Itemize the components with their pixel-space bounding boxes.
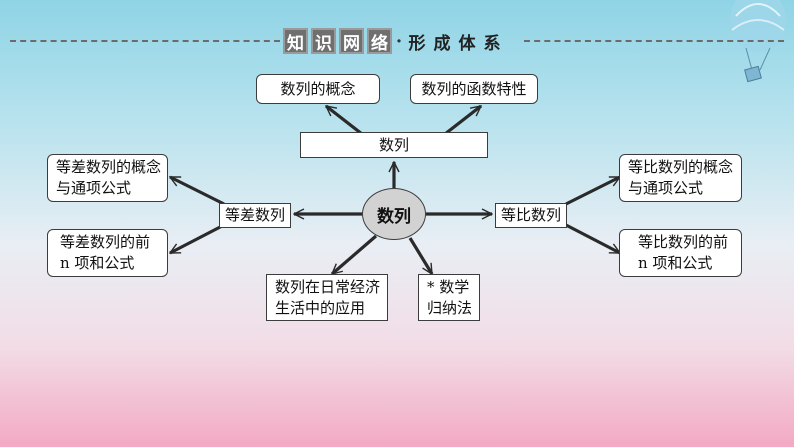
box-line: 归纳法 bbox=[427, 298, 473, 317]
center-label: 数列 bbox=[377, 206, 411, 227]
geometric-concept-box: 等比数列的概念 与通项公式 bbox=[619, 154, 742, 202]
box-line: 数列在日常经济 bbox=[275, 277, 381, 296]
arithmetic-concept-box: 等差数列的概念 与通项公式 bbox=[47, 154, 168, 202]
box-line: * 数学 bbox=[427, 277, 470, 296]
title-char: 系 bbox=[483, 33, 501, 54]
concept-of-sequence-box: 数列的概念 bbox=[256, 74, 380, 104]
arrow-center-to-induction bbox=[408, 237, 434, 274]
box-label: 等比数列 bbox=[500, 206, 561, 224]
box-line: 等比数列的前 bbox=[638, 233, 729, 251]
box-line: 等差数列的概念 bbox=[56, 158, 162, 176]
title-char: 识 bbox=[311, 28, 336, 54]
title-separator: · bbox=[395, 30, 403, 52]
sequence-center-node: 数列 bbox=[362, 188, 426, 240]
box-label: 数列的函数特性 bbox=[421, 79, 527, 98]
title-char: 体 bbox=[458, 33, 476, 54]
box-line: n 项和公式 bbox=[638, 254, 713, 272]
title-char: 网 bbox=[339, 28, 364, 54]
arrow-to-concept bbox=[326, 104, 363, 136]
title-char: 形 bbox=[408, 33, 426, 54]
slide-title: 知 识 网 络 · 形 成 体 系 bbox=[283, 26, 503, 56]
box-line: 等差数列的前 bbox=[60, 233, 151, 251]
title-char: 成 bbox=[433, 33, 451, 54]
arrow-geo-to-sum bbox=[565, 223, 620, 255]
arrow-arith-to-concept bbox=[170, 175, 225, 206]
box-label: 等差数列 bbox=[224, 206, 285, 224]
title-dashed-line-left bbox=[10, 40, 280, 42]
arrow-to-function-properties bbox=[444, 104, 481, 136]
sequence-bar-box: 数列 bbox=[300, 132, 488, 158]
arithmetic-sum-box: 等差数列的前 n 项和公式 bbox=[47, 229, 168, 277]
arrow-center-to-application bbox=[332, 234, 378, 276]
geometric-sum-box: 等比数列的前 n 项和公式 bbox=[619, 229, 742, 277]
box-label: 数列 bbox=[378, 135, 409, 154]
arrow-geo-to-concept bbox=[565, 175, 620, 206]
title-char: 知 bbox=[283, 28, 308, 54]
box-line: 生活中的应用 bbox=[275, 298, 366, 317]
box-line: 与通项公式 bbox=[628, 179, 704, 197]
box-line: 等比数列的概念 bbox=[628, 158, 734, 176]
arithmetic-sequence-box: 等差数列 bbox=[219, 203, 291, 228]
induction-box: * 数学 归纳法 bbox=[418, 274, 480, 321]
box-label: 数列的概念 bbox=[280, 79, 356, 98]
box-line: 与通项公式 bbox=[56, 179, 132, 197]
hot-air-balloon-icon bbox=[730, 0, 786, 83]
title-dashed-line-right bbox=[524, 40, 784, 42]
geometric-sequence-box: 等比数列 bbox=[495, 203, 567, 228]
application-box: 数列在日常经济 生活中的应用 bbox=[266, 274, 388, 321]
box-line: n 项和公式 bbox=[60, 254, 135, 272]
arrow-arith-to-sum bbox=[170, 223, 225, 255]
title-char: 络 bbox=[367, 28, 392, 54]
function-properties-box: 数列的函数特性 bbox=[410, 74, 538, 104]
